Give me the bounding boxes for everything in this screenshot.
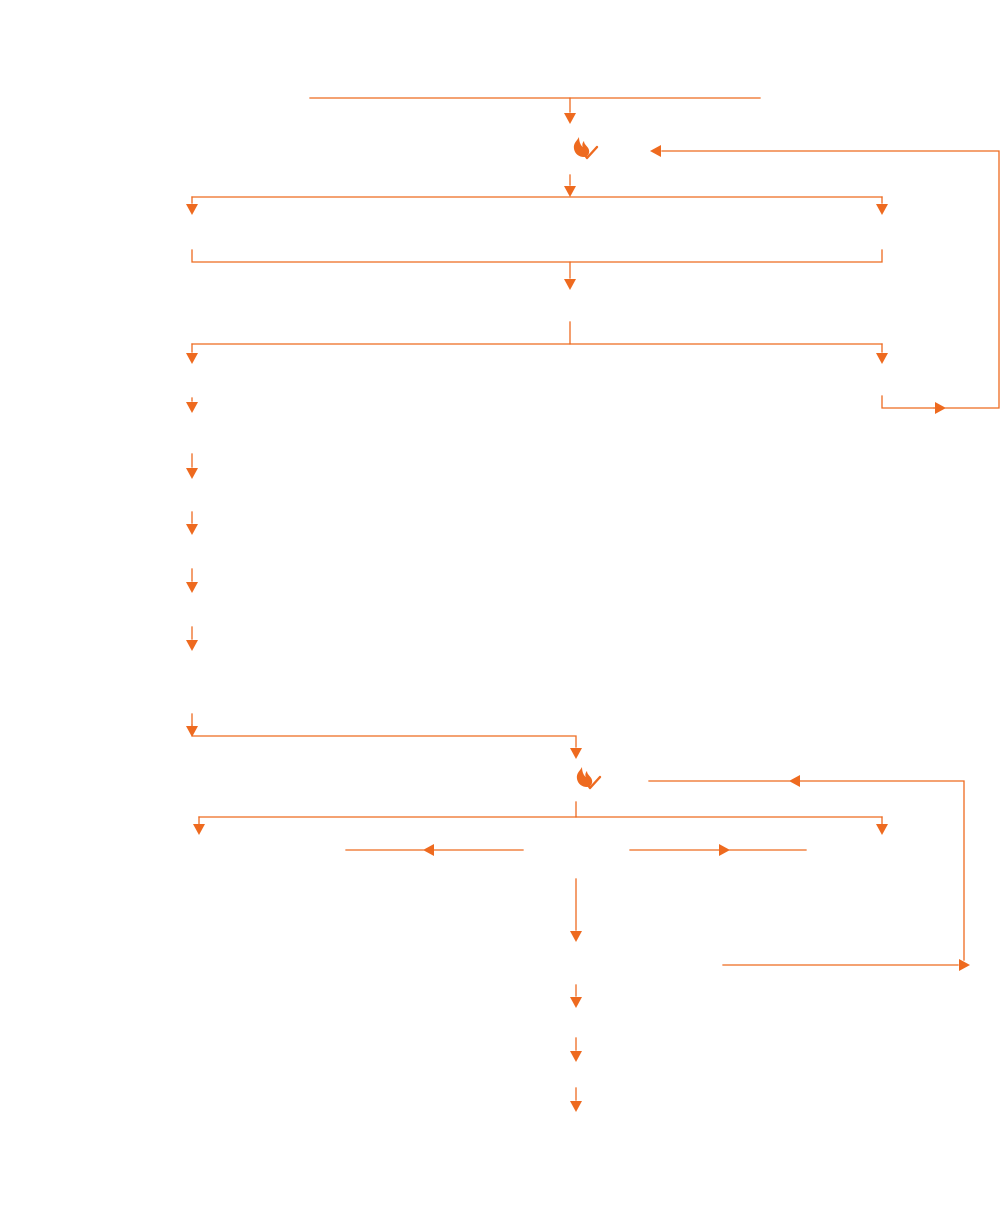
connector-lines — [191, 97, 1000, 1101]
connector-line — [191, 724, 577, 748]
arrowhead-down — [876, 824, 888, 835]
arrowhead-down — [186, 402, 198, 413]
arrowhead-right — [719, 844, 730, 856]
connector-line — [648, 780, 965, 961]
arrowhead-right — [935, 402, 946, 414]
arrowhead-down — [570, 931, 582, 942]
arrowhead-down — [570, 997, 582, 1008]
arrowhead-down — [570, 1101, 582, 1112]
arrowhead-down — [186, 204, 198, 215]
arrowheads — [186, 113, 970, 1112]
arrowhead-down — [186, 524, 198, 535]
arrowhead-left — [650, 145, 661, 157]
arrowhead-down — [186, 468, 198, 479]
arrowhead-down — [570, 748, 582, 759]
flame-check-icon — [573, 137, 599, 160]
arrowhead-down — [186, 726, 198, 737]
arrowhead-down — [564, 186, 576, 197]
arrowhead-left — [423, 844, 434, 856]
arrowhead-down — [876, 204, 888, 215]
connector-line — [661, 150, 1000, 409]
connector-line — [881, 395, 935, 409]
arrowhead-down — [186, 582, 198, 593]
arrowhead-right — [959, 959, 970, 971]
arrowhead-down — [564, 279, 576, 290]
flame-check-icon — [576, 767, 602, 790]
arrowhead-down — [186, 353, 198, 364]
arrowhead-down — [570, 1051, 582, 1062]
arrowhead-down — [193, 824, 205, 835]
arrowhead-left — [789, 775, 800, 787]
arrowhead-down — [564, 113, 576, 124]
connector-line — [191, 249, 883, 263]
arrowhead-down — [876, 353, 888, 364]
arrowhead-down — [186, 640, 198, 651]
